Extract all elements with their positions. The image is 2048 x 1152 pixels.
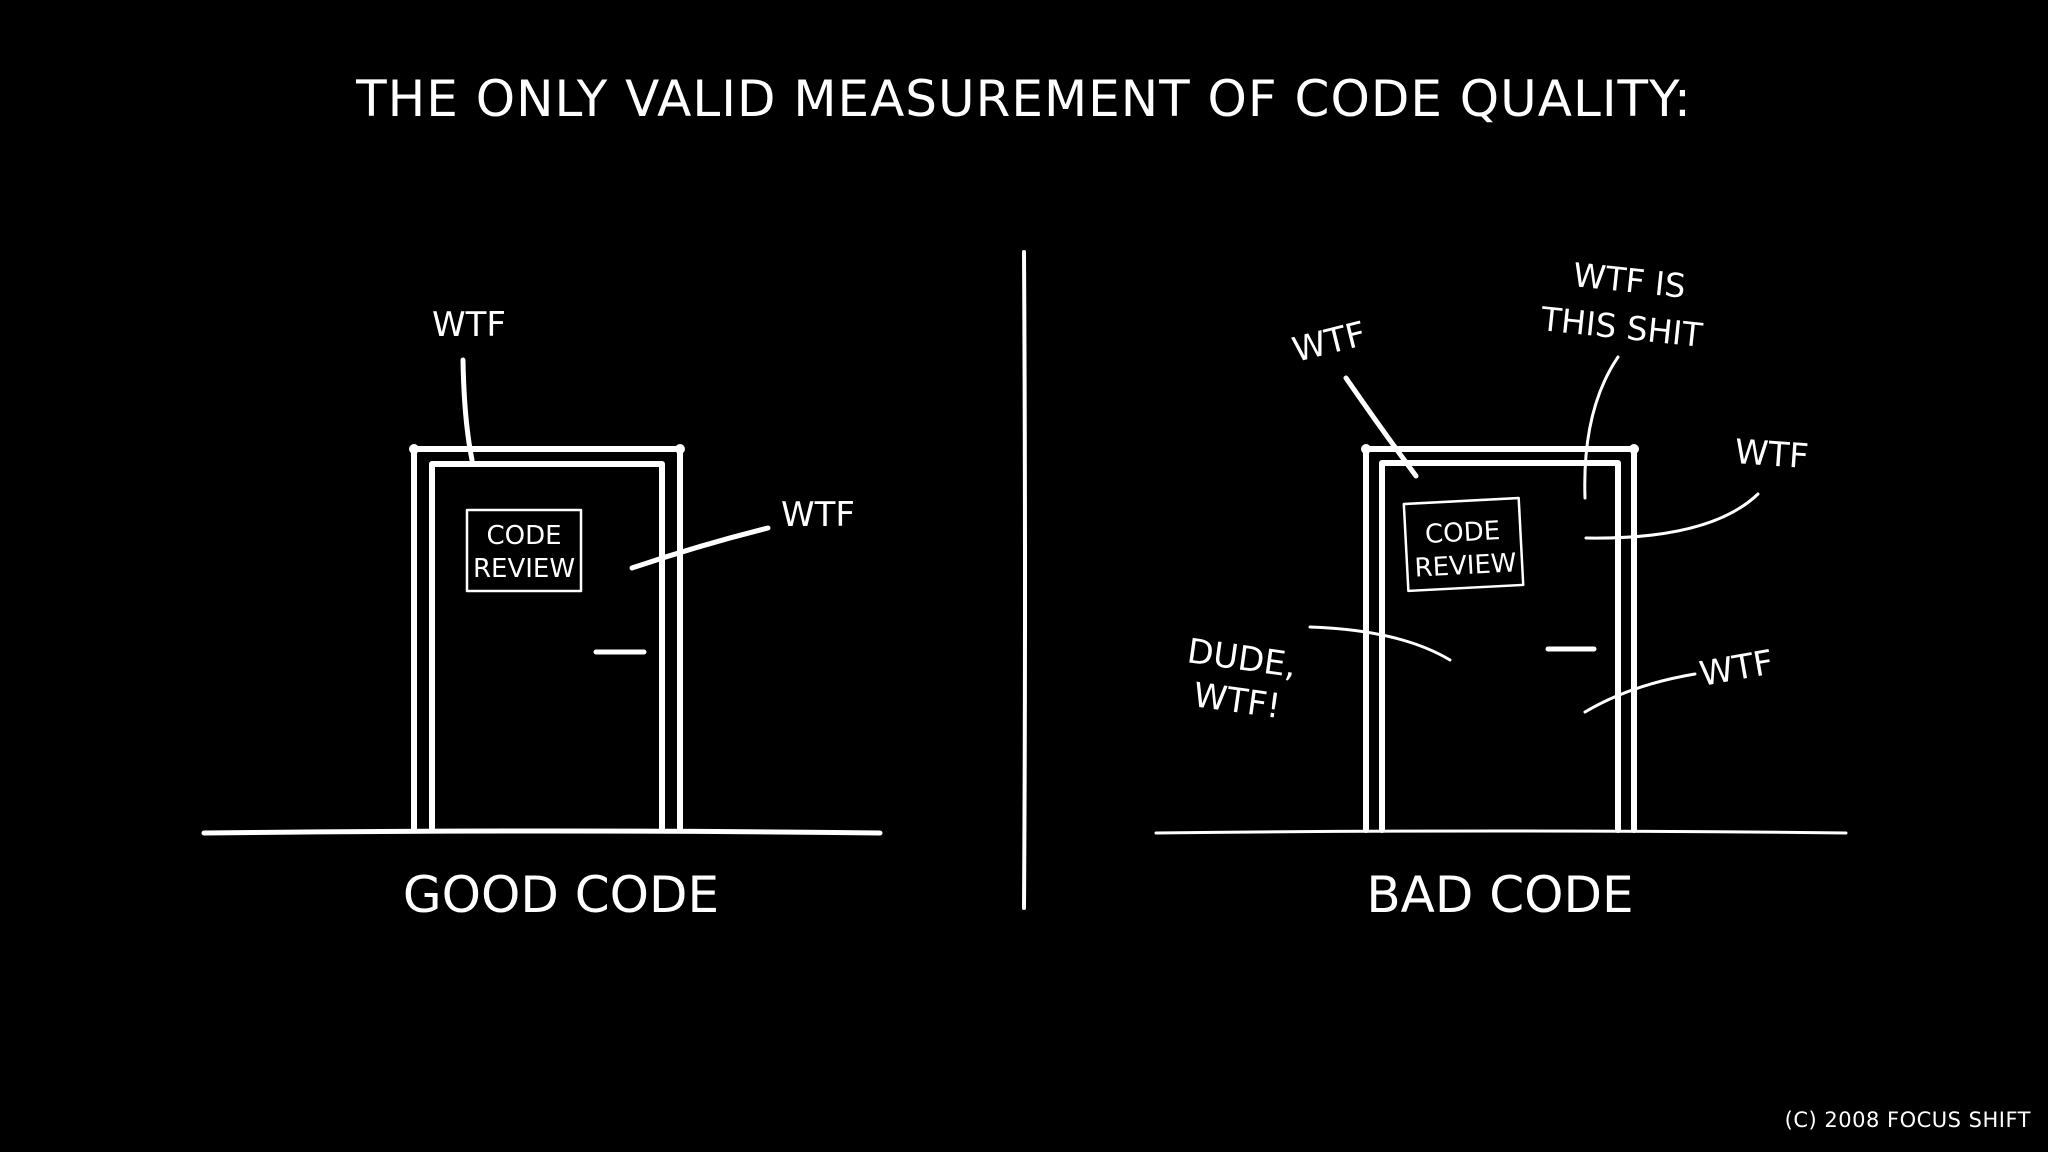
good-code-caption: GOOD CODE	[403, 866, 719, 924]
bad-wtf-is-this-line	[1583, 355, 1620, 500]
bad-code-panel	[1154, 355, 1848, 835]
good-shout-wtf-right: WTF	[781, 495, 855, 535]
bad-floor-line	[1154, 829, 1848, 835]
bad-door-frame-outer	[1363, 446, 1637, 833]
comic-title: THE ONLY VALID MEASUREMENT OF CODE QUALI…	[356, 70, 1692, 128]
good-code-panel	[201, 357, 883, 836]
good-wtf-line-right	[629, 525, 771, 571]
bad-shout-wtf-left: WTF	[1289, 314, 1370, 371]
bad-code-review-sign	[1402, 496, 1525, 593]
good-shout-wtf-top: WTF	[432, 305, 506, 345]
good-sign-line1: CODE	[486, 521, 561, 551]
bad-shout-wtf-right-top: WTF	[1733, 432, 1810, 477]
good-door-frame-inner	[429, 461, 665, 833]
good-sign-line2: REVIEW	[473, 554, 575, 584]
bad-sign-line1: CODE	[1424, 516, 1501, 550]
bad-sign-line2: REVIEW	[1414, 548, 1518, 583]
bad-wtf-right-bottom-line	[1583, 672, 1697, 714]
bad-door-frame-inner	[1379, 460, 1621, 833]
bad-wtf-line-left	[1343, 375, 1419, 479]
panel-divider	[1022, 250, 1027, 910]
good-wtf-line-top	[460, 357, 475, 463]
good-floor-line	[201, 828, 883, 836]
bad-shout-this-shit: THIS SHIT	[1538, 299, 1705, 355]
bad-dude-line	[1308, 625, 1452, 662]
good-door-frame-outer	[411, 446, 683, 833]
bad-shout-wtf-exclaim: WTF!	[1191, 675, 1283, 727]
good-code-review-sign	[465, 508, 583, 593]
bad-wtf-right-top-line	[1584, 492, 1760, 540]
bad-shout-wtf-right-bottom: WTF	[1697, 643, 1777, 695]
bad-shout-wtf-is: WTF IS	[1571, 255, 1687, 306]
bad-code-caption: BAD CODE	[1366, 866, 1633, 924]
copyright-notice: (C) 2008 FOCUS SHIFT	[1784, 1108, 2031, 1132]
